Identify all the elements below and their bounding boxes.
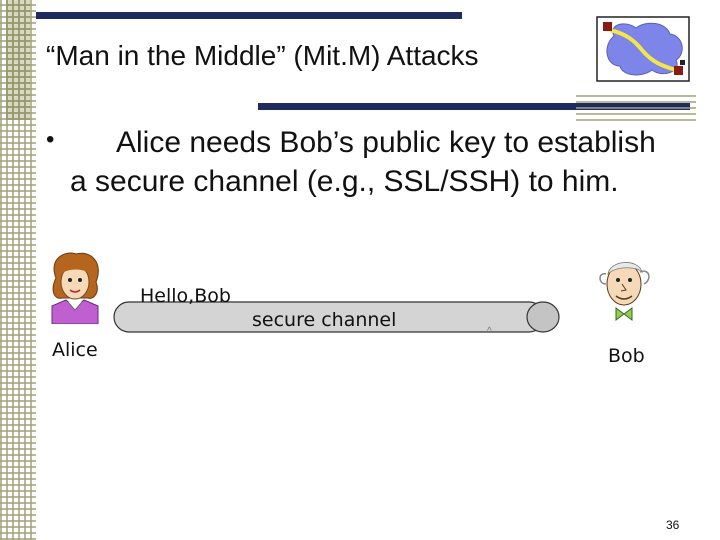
channel-label: secure channel	[252, 309, 396, 331]
tick-mark: ^	[487, 326, 492, 337]
separator-decoration	[576, 95, 696, 121]
network-cloud-icon	[596, 16, 690, 82]
alice-label: Alice	[52, 339, 98, 361]
bullet-marker: •	[46, 126, 54, 154]
bob-label: Bob	[608, 345, 645, 367]
bullet-text-line-2: a secure channel (e.g., SSL/SSH) to him.	[70, 165, 619, 199]
greeting-label: Hello,Bob	[140, 285, 231, 307]
alice-cartoon-icon	[44, 248, 106, 324]
side-decoration-block	[6, 0, 30, 120]
title-accent-bar	[36, 12, 462, 19]
bullet-text-line-1: Alice needs Bob’s public key to establis…	[116, 126, 656, 160]
slide-number: 36	[666, 518, 679, 532]
bob-cartoon-icon	[592, 258, 658, 328]
slide-title: “Man in the Middle” (Mit.M) Attacks	[46, 40, 479, 72]
